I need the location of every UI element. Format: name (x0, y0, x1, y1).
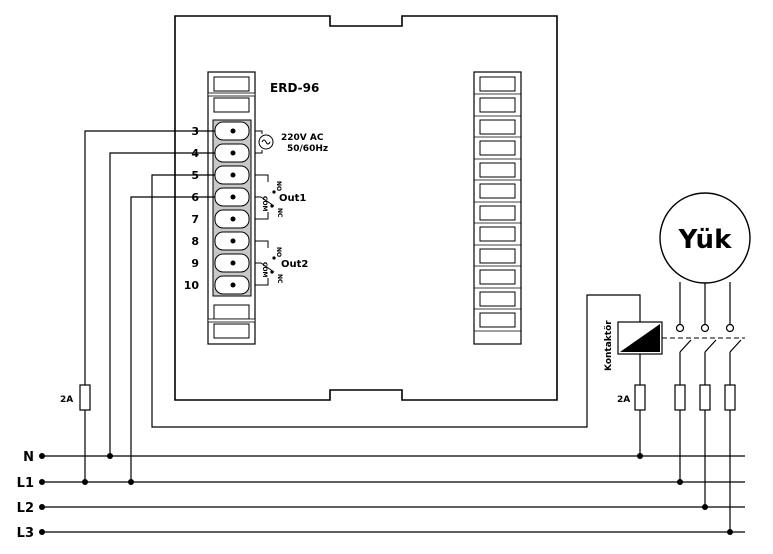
contactor-label: Kontaktör (604, 320, 614, 371)
load-label: Yük (678, 225, 732, 255)
device-enclosure (174, 15, 558, 401)
right-connector-block (473, 71, 522, 345)
terminal-number: 9 (191, 257, 199, 270)
out2-label: Out2 (281, 259, 308, 270)
contactor-coil (617, 321, 663, 355)
power-contacts (679, 282, 742, 532)
terminal-number: 10 (184, 279, 200, 292)
control-fuse-label: 2A (60, 395, 73, 405)
supply-voltage: 220V AC (281, 133, 324, 143)
out1-label: Out1 (279, 193, 306, 204)
junction-dots (82, 453, 733, 535)
control-wiring (84, 130, 641, 482)
contact-circles (675, 323, 735, 333)
out2-nc-label: NC (276, 274, 283, 284)
supply-symbol (255, 130, 274, 154)
control-fuse (79, 384, 91, 411)
device-model: ERD-96 (270, 81, 319, 95)
terminal-numbers: 3 4 5 6 7 8 9 10 (184, 125, 200, 292)
line-label-l1: L1 (17, 476, 34, 491)
terminal-dots (230, 128, 236, 288)
supply-frequency: 50/60Hz (287, 144, 328, 154)
out1-nc-label: NC (276, 208, 283, 218)
load-motor (659, 192, 751, 284)
contactor-fuse (634, 384, 646, 411)
out1-com-label: COM (261, 196, 268, 212)
power-fuses (674, 384, 736, 411)
line-label-l3: L3 (17, 526, 34, 541)
supply-lines (42, 455, 745, 533)
terminal-number: 7 (191, 213, 199, 226)
out2-no-label: NO (275, 247, 282, 257)
line-labels: N L1 L2 L3 (17, 450, 34, 541)
out2-com-label: COM (261, 262, 268, 278)
line-label-n: N (23, 450, 34, 465)
out1-no-label: NO (275, 181, 282, 191)
line-terminals (39, 453, 45, 535)
terminal-number: 8 (191, 235, 199, 248)
line-label-l2: L2 (17, 501, 34, 516)
left-terminal-block (207, 71, 256, 345)
contactor-fuse-label: 2A (617, 395, 630, 405)
